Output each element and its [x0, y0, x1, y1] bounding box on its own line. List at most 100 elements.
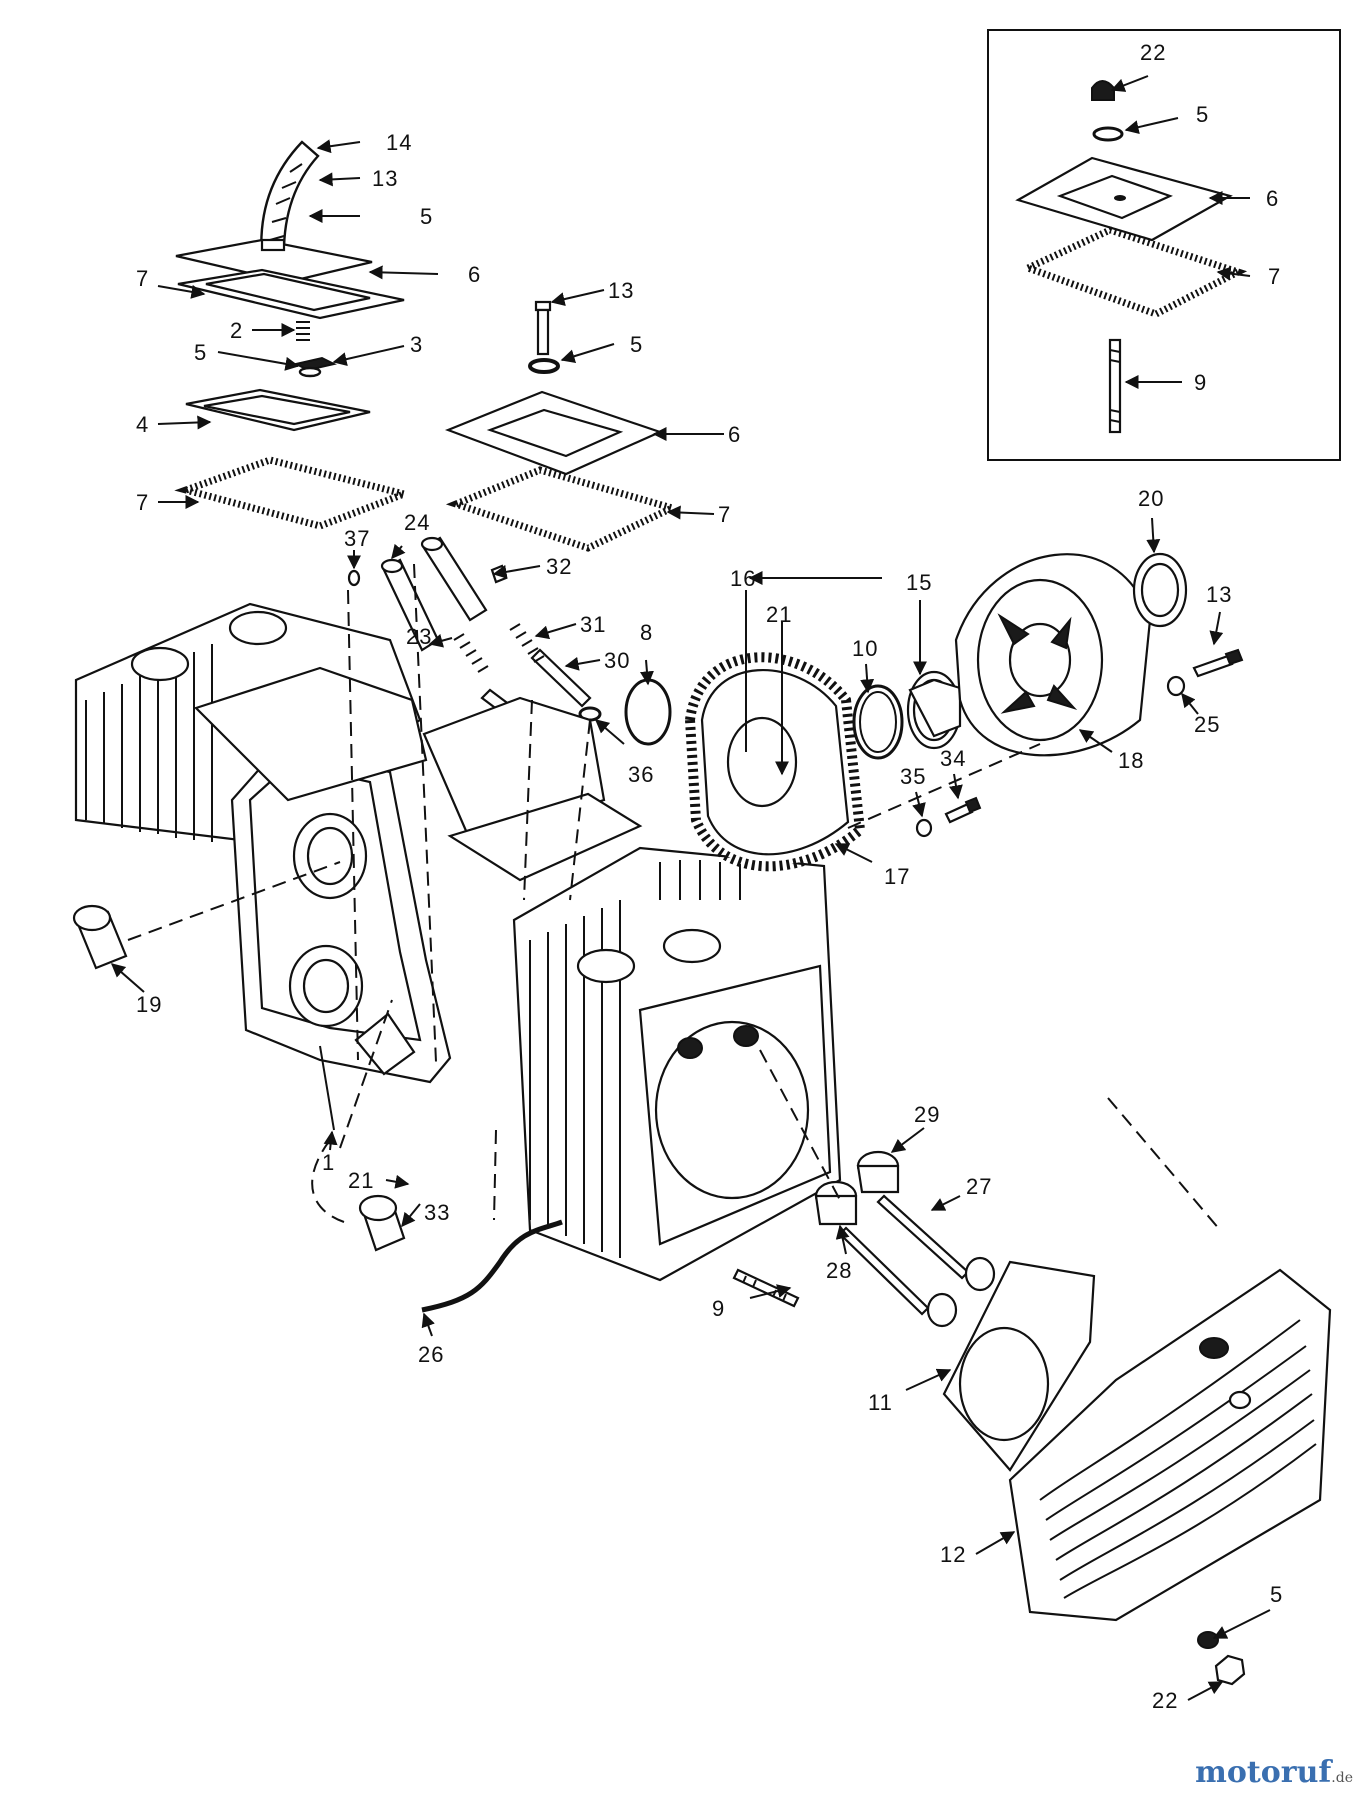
callout-9-inset: 9: [1194, 370, 1207, 395]
callout-13-top: 13: [372, 166, 398, 191]
callout-3: 3: [410, 332, 423, 357]
lower-parts: [72, 904, 800, 1313]
cylinder-head-assembly: [942, 1260, 1332, 1686]
leader-lines: [110, 75, 1271, 1701]
cylinder-head-12: [1008, 1268, 1332, 1622]
spring: [296, 321, 310, 341]
valve-27-stem: [876, 1194, 970, 1280]
bushing-15: [906, 670, 962, 750]
washer-25: [1166, 675, 1186, 697]
bearing-plate-assembly: [684, 552, 1244, 872]
alignment-lines: [127, 563, 1221, 1231]
bolt-13-right: [1192, 648, 1244, 678]
callout-37: 37: [344, 526, 370, 551]
callout-14: 14: [386, 130, 412, 155]
valves: [814, 1150, 996, 1328]
callout-5-center: 5: [630, 332, 643, 357]
brand-tld: .de: [1331, 1770, 1353, 1786]
breather-assembly: [174, 140, 416, 530]
brand-name: motoruf: [1195, 1755, 1332, 1790]
callout-2: 2: [230, 318, 243, 343]
callout-21-top: 21: [766, 602, 792, 627]
callout-29: 29: [914, 1102, 940, 1127]
valve-stem-30: [530, 648, 592, 708]
callout-8: 8: [640, 620, 653, 645]
callout-6-top: 6: [468, 262, 481, 287]
center-cover-assembly: [444, 300, 682, 552]
callout-22-bottom: 22: [1152, 1688, 1178, 1713]
callout-7-left: 7: [136, 490, 149, 515]
bolt-34: [944, 796, 982, 824]
callout-19: 19: [136, 992, 162, 1017]
valve-27-head: [964, 1256, 996, 1292]
washer-center: [528, 358, 560, 374]
ring-10: [852, 684, 904, 760]
callout-12: 12: [940, 1542, 966, 1567]
callout-33: 33: [424, 1200, 450, 1225]
callout-4: 4: [136, 412, 149, 437]
callout-31: 31: [580, 612, 606, 637]
oil-seal-20: [1132, 552, 1188, 628]
callout-9-bottom: 9: [712, 1296, 725, 1321]
callout-26: 26: [418, 1342, 444, 1367]
callout-labels: 14 13 5 7 6 2 3 5 4 7 13 5 6 7 37 24 32 …: [136, 40, 1283, 1713]
callout-5-inset: 5: [1196, 102, 1209, 127]
callout-1: 1: [322, 1150, 335, 1175]
valve-guide-29: [856, 1150, 900, 1194]
callout-13-center: 13: [608, 278, 634, 303]
spring-31: [509, 623, 545, 663]
callout-11: 11: [868, 1390, 893, 1415]
ring-10-inner: [859, 691, 897, 753]
washer-5-bottom: [1197, 1631, 1219, 1649]
callout-24: 24: [404, 510, 430, 535]
callout-5-left: 5: [194, 340, 207, 365]
valve-28-stem: [838, 1226, 930, 1316]
brand-watermark: motoruf.de: [1195, 1755, 1353, 1790]
nut-22-bottom: [1214, 1654, 1246, 1686]
callout-7-top: 7: [136, 266, 149, 291]
callout-6-inset: 6: [1266, 186, 1279, 211]
callout-16: 16: [730, 566, 756, 591]
crankcase: [74, 602, 842, 1282]
callout-13-right: 13: [1206, 582, 1232, 607]
callout-7-inset: 7: [1268, 264, 1281, 289]
valve-guide-28: [814, 1180, 858, 1226]
callout-35: 35: [900, 764, 926, 789]
washer-35: [915, 818, 933, 838]
callout-7-center: 7: [718, 502, 731, 527]
callout-17: 17: [884, 864, 910, 889]
seal-8: [624, 678, 672, 746]
callout-20: 20: [1138, 486, 1164, 511]
gasket-inset: [1018, 226, 1248, 318]
callout-5-top: 5: [420, 204, 433, 229]
callout-23: 23: [406, 624, 432, 649]
bushing-19: [72, 904, 128, 970]
callout-10: 10: [852, 636, 878, 661]
oil-tube-26: [421, 1219, 563, 1313]
pin-37: [347, 569, 361, 587]
breather-tube: [260, 140, 320, 262]
cylinder-bore: [654, 1020, 810, 1200]
washer-inset: [1092, 126, 1124, 142]
callout-15: 15: [906, 570, 932, 595]
oil-seal-hole: [726, 716, 798, 808]
callout-28: 28: [826, 1258, 852, 1283]
callout-22-inset: 22: [1140, 40, 1166, 65]
callout-5-bottom: 5: [1270, 1582, 1283, 1607]
spring-23: [453, 633, 489, 673]
callout-21-bottom: 21: [348, 1168, 374, 1193]
callout-36: 36: [628, 762, 654, 787]
gasket-left: [174, 456, 416, 530]
callout-30: 30: [604, 648, 630, 673]
callout-34: 34: [940, 746, 966, 771]
crankcase-top-box: [193, 666, 428, 802]
bolt-13-center: [534, 300, 552, 356]
callout-6-center: 6: [728, 422, 741, 447]
gasket-center: [445, 466, 682, 552]
callout-18: 18: [1118, 748, 1144, 773]
acorn-nut-inset: [1091, 80, 1115, 101]
callout-32: 32: [546, 554, 572, 579]
stud-inset: [1108, 338, 1122, 434]
inset-panel: [987, 29, 1341, 461]
